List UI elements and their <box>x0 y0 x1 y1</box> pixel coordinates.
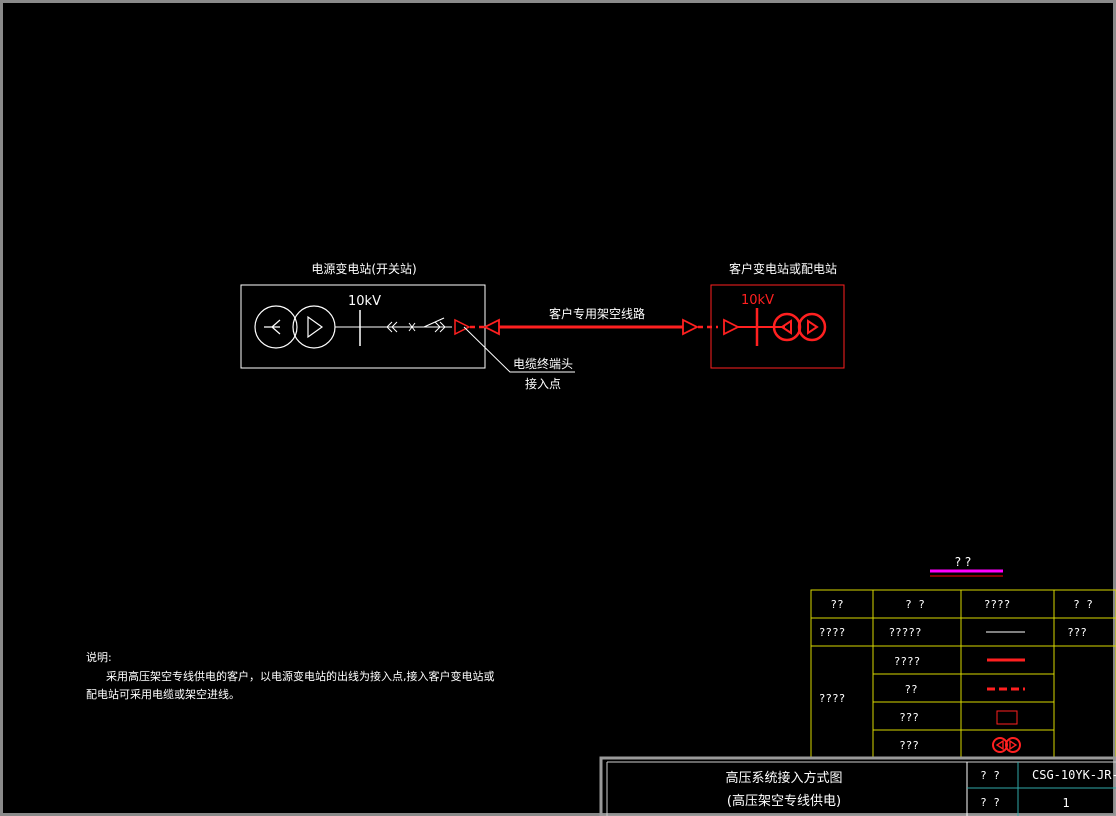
legend-red-box-symbol <box>996 710 1018 725</box>
legend-group-row-4: ??? <box>899 739 919 752</box>
notes-line2: 配电站可采用电缆或架空进线。 <box>86 687 240 701</box>
legend-group-row-3: ??? <box>899 711 919 724</box>
title-block-label-1: ? ? <box>980 769 1000 782</box>
legend-title: ? ? <box>955 555 972 569</box>
source-station: 电源变电站(开关站) 10kV <box>240 261 486 369</box>
legend-group-row-1: ???? <box>894 655 921 668</box>
title-block-label-2: ? ? <box>980 796 1000 809</box>
legend-grid <box>810 589 1116 759</box>
customer-station-title: 客户变电站或配电站 <box>729 261 837 276</box>
legend-header-1: ?? <box>830 598 843 611</box>
legend-row-category: ???? <box>819 626 846 639</box>
customer-voltage-label: 10kV <box>741 293 774 308</box>
access-label-line2: 接入点 <box>525 376 561 391</box>
legend-header-3: ???? <box>984 598 1011 611</box>
notes: 说明: 采用高压架空专线供电的客户，以电源变电站的出线为接入点,接入客户变电站或… <box>86 650 495 701</box>
source-voltage-label: 10kV <box>348 294 381 309</box>
notes-line1: 采用高压架空专线供电的客户，以电源变电站的出线为接入点,接入客户变电站或 <box>106 669 495 683</box>
drawing-title-line2: (高压架空专线供电) <box>727 793 841 809</box>
overhead-line-label: 客户专用架空线路 <box>549 306 645 321</box>
legend-header-2: ? ? <box>905 598 925 611</box>
legend-row-note: ??? <box>1067 626 1087 639</box>
source-station-title: 电源变电站(开关站) <box>311 261 416 276</box>
title-block: 高压系统接入方式图 (高压架空专线供电) ? ? CSG-10YK-JR- ? … <box>599 756 1116 816</box>
drawing-title-line1: 高压系统接入方式图 <box>725 770 842 786</box>
legend-row-item: ????? <box>888 626 921 639</box>
source-transformer-icon <box>254 305 336 349</box>
customer-station: 客户变电站或配电站 10kV <box>710 261 845 369</box>
dedicated-overhead-line: 客户专用架空线路 <box>470 306 718 336</box>
sheet-number: 1 <box>1062 796 1069 810</box>
customer-station-box <box>710 284 845 369</box>
legend-header-4: ? ? <box>1073 598 1093 611</box>
customer-transformer-icon <box>772 312 827 342</box>
drawing-number: CSG-10YK-JR- <box>1032 768 1116 782</box>
legend-group-row-2: ?? <box>904 683 917 696</box>
access-point-callout: 电缆终端头 接入点 <box>463 326 575 391</box>
cable-terminal-icon <box>454 318 471 336</box>
notes-heading: 说明: <box>86 650 112 664</box>
customer-cable-terminal-icon <box>723 318 741 336</box>
source-feeder <box>335 317 452 333</box>
legend: ? ? ?? ? ? ???? ? ? ???? ????? ??? ???? … <box>810 555 1116 759</box>
access-label-line1: 电缆终端头 <box>513 356 573 371</box>
legend-transformer-icon <box>992 737 1021 753</box>
legend-group-label: ???? <box>819 692 846 705</box>
